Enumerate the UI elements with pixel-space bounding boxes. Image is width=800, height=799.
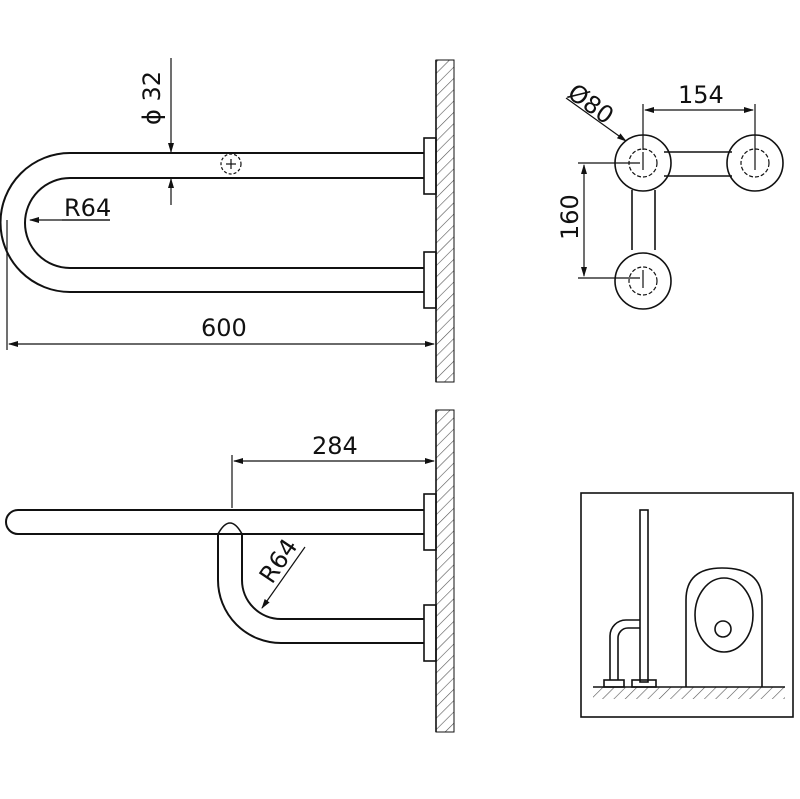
wall-plate-upper [423,137,437,195]
install-toilet [685,567,763,687]
install-arm [609,619,640,680]
installation-view [580,492,794,718]
dim-plate-diameter-leader [565,97,627,142]
side-plate-upper [423,493,437,551]
dim-284-label: 284 [312,432,358,460]
install-toilet-drain [714,620,732,638]
dim-length-label: 600 [201,314,247,342]
side-plate-lower [423,604,437,662]
side-bent-arm-inner [241,534,424,620]
dim-154-label: 154 [678,81,724,109]
side-bent-arm-outer [217,534,424,644]
plate-bottom [614,252,672,310]
dim-side-radius-leader [261,546,306,609]
dim-side-radius-label: R64 [254,534,304,589]
plate-bottom-inner [628,266,658,296]
wall-plate-lower [423,251,437,309]
install-floor-hatch [593,687,785,699]
side-arm-cap [217,522,243,535]
dim-radius-label: R64 [64,194,111,222]
wall-hatch-side [435,409,455,733]
side-rail [5,509,424,535]
install-pole [639,509,649,683]
install-frame [580,492,794,718]
plate-layout-view: 154 160 Ø80 [556,78,784,310]
dim-plate-diameter-label: Ø80 [562,78,618,130]
u-bar-outer [0,152,424,293]
install-arm-foot [603,679,625,688]
wall-hatch-top [435,59,455,383]
plate-right-inner [740,148,770,178]
top-view: ϕ 32 R64 600 [0,58,455,383]
u-bar-inner [24,177,424,269]
install-pole-foot [631,679,657,688]
side-view: 284 R64 [5,409,455,733]
install-toilet-seat [694,577,754,653]
dim-diameter-label: ϕ 32 [138,71,166,125]
fixing-point-mark [220,153,242,175]
dim-160-label: 160 [556,194,584,240]
